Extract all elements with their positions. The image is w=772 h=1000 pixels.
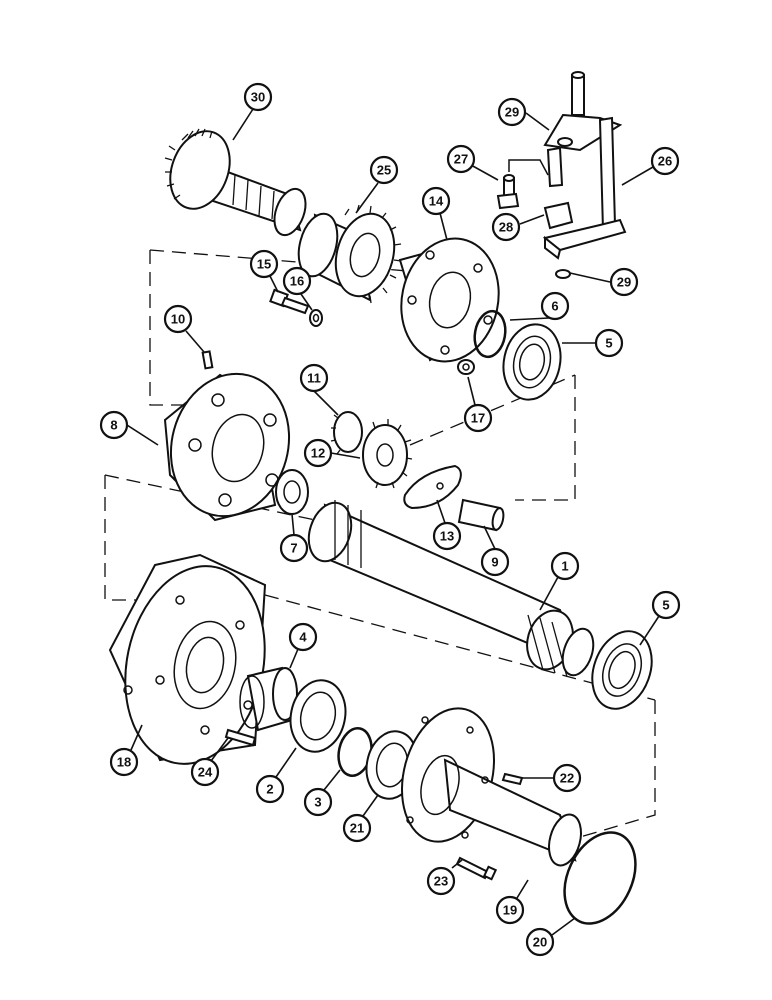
part-29-circlip-top xyxy=(557,137,573,147)
part-14-flange-housing xyxy=(398,237,500,363)
callout-20: 20 xyxy=(533,935,547,950)
callout-18: 18 xyxy=(117,755,131,770)
part-13-lock-plate xyxy=(403,464,462,510)
callout-3: 3 xyxy=(314,795,321,810)
callout-5-top: 5 xyxy=(605,336,612,351)
part-11-pinion xyxy=(330,411,363,455)
callout-25: 25 xyxy=(377,163,391,178)
callout-30: 30 xyxy=(251,90,265,105)
part-29-circlip-bottom xyxy=(555,269,571,279)
callout-26: 26 xyxy=(658,154,672,169)
part-7-thrust-washer xyxy=(275,469,309,515)
callout-1: 1 xyxy=(561,559,568,574)
bracket-guide-line xyxy=(508,159,549,176)
part-2-bearing xyxy=(289,679,347,753)
callout-11: 11 xyxy=(307,371,321,386)
callout-27: 27 xyxy=(454,152,468,167)
part-9-shaft-pin xyxy=(457,498,505,532)
part-18-drum-housing xyxy=(108,553,267,765)
part-22-screw xyxy=(501,772,524,786)
part-17-bushing xyxy=(457,359,475,375)
part-24-stud xyxy=(224,728,257,747)
callout-8: 8 xyxy=(110,418,117,433)
part-12-gear xyxy=(362,419,413,489)
callout-4: 4 xyxy=(299,630,307,645)
callouts: 30 25 14 29 27 26 28 29 15 16 6 5 xyxy=(99,82,681,957)
part-5-bearing-lower xyxy=(591,630,653,710)
part-16-washer xyxy=(309,309,323,327)
part-15-bolt xyxy=(269,288,310,315)
callout-17: 17 xyxy=(471,411,485,426)
part-19-output-flange xyxy=(400,707,582,867)
part-1-main-shaft xyxy=(307,500,595,678)
callout-23: 23 xyxy=(434,874,448,889)
callout-24: 24 xyxy=(198,765,213,780)
part-5-bearing-top xyxy=(502,323,562,401)
callout-15: 15 xyxy=(257,257,271,272)
part-25-gear-hub xyxy=(297,204,402,304)
part-10-roll-pin xyxy=(201,350,214,370)
callout-28: 28 xyxy=(499,220,513,235)
callout-2: 2 xyxy=(266,782,273,797)
part-26-bracket xyxy=(542,71,627,260)
callout-19: 19 xyxy=(503,903,517,918)
callout-14: 14 xyxy=(429,194,444,209)
part-6-circlip xyxy=(473,309,507,359)
callout-16: 16 xyxy=(290,274,304,289)
callout-12: 12 xyxy=(311,446,325,461)
callout-10: 10 xyxy=(171,312,185,327)
part-8-planet-carrier xyxy=(163,372,291,522)
callout-22: 22 xyxy=(560,771,574,786)
part-28-block xyxy=(543,201,574,230)
callout-21: 21 xyxy=(350,821,364,836)
callout-6: 6 xyxy=(551,299,558,314)
part-20-o-ring xyxy=(563,831,637,925)
part-23-bolt xyxy=(455,856,498,881)
callout-29-top: 29 xyxy=(505,105,519,120)
callout-13: 13 xyxy=(440,529,454,544)
callout-29-bottom: 29 xyxy=(617,275,631,290)
callout-9: 9 xyxy=(491,555,498,570)
part-27-pin xyxy=(496,174,520,210)
callout-7: 7 xyxy=(290,541,297,556)
part-30-gear-shaft xyxy=(164,128,307,237)
callout-5-lower: 5 xyxy=(662,598,669,613)
